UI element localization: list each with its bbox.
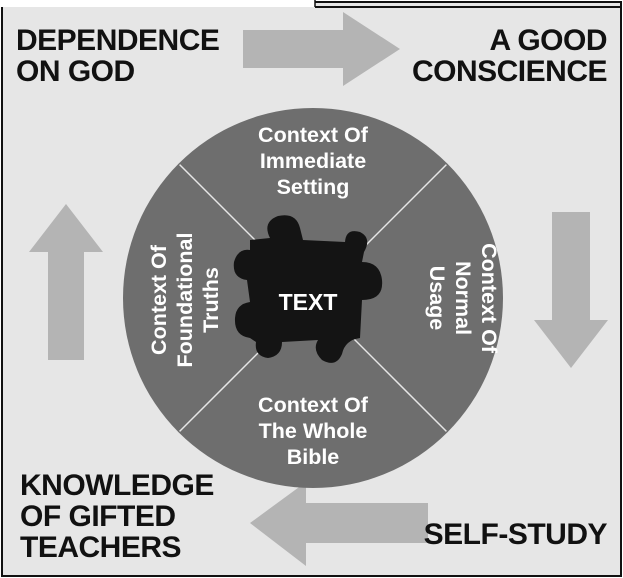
corner-top-left-line-2: ON GOD [16,55,135,88]
quadrant-bottom-line-1: Context Of [258,393,369,417]
arrow-up-left [29,204,103,360]
quadrant-right: Context Of Normal Usage [425,243,501,354]
quadrant-right-line-3: Usage [425,266,449,331]
corner-bottom-left-label: KNOWLEDGE OF GIFTED TEACHERS [20,470,214,563]
quadrant-top: Context Of Immediate Setting [258,123,369,199]
quadrant-top-line-2: Immediate [260,149,366,173]
quadrant-left: Context Of Foundational Truths [147,233,223,368]
quadrant-top-line-3: Setting [277,175,350,199]
corner-bottom-right-label: SELF-STUDY [423,518,608,551]
quadrant-left-line-2: Foundational [173,233,197,368]
quadrant-right-line-1: Context Of [477,243,501,354]
corner-top-left-label: DEPENDENCE ON GOD [16,24,220,88]
arrow-left-bottom [250,482,428,566]
corner-top-right-line-2: CONSCIENCE [411,55,608,88]
corner-top-left-line-1: DEPENDENCE [16,24,220,57]
quadrant-bottom: Context Of The Whole Bible [258,393,369,469]
quadrant-right-line-2: Normal [451,261,475,335]
top-white-strip [1,0,315,7]
arrow-right-top [243,12,400,86]
quadrant-left-line-1: Context Of [147,244,171,355]
arrow-down-right [534,212,608,368]
quadrant-bottom-line-2: The Whole [259,419,368,443]
corner-bottom-left-line-1: KNOWLEDGE [20,469,214,502]
corner-top-right-line-1: A GOOD [489,24,607,57]
quadrant-left-line-3: Truths [199,267,223,333]
puzzle-piece-icon [233,215,383,363]
corner-top-right-label: A GOOD CONSCIENCE [411,24,608,88]
corner-bottom-right-line-1: SELF-STUDY [423,518,608,551]
center-label: TEXT [279,289,338,315]
corner-bottom-left-line-3: TEACHERS [20,531,182,564]
corner-bottom-left-line-2: OF GIFTED [20,500,176,533]
quadrant-top-line-1: Context Of [258,123,369,147]
quadrant-bottom-line-3: Bible [287,445,340,469]
